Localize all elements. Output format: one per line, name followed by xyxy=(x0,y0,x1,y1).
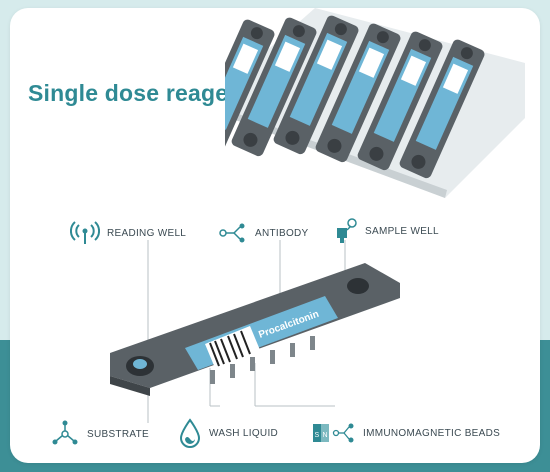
svg-text:N: N xyxy=(323,432,328,439)
reagent-tray-image xyxy=(225,8,525,198)
callout-reading-well: READING WELL xyxy=(70,220,186,246)
pipette-icon xyxy=(337,218,357,243)
svg-text:S: S xyxy=(315,432,320,439)
callout-substrate: SUBSTRATE xyxy=(50,420,149,448)
antibody-icon xyxy=(219,223,245,243)
antenna-icon xyxy=(70,221,100,244)
callout-wash-liquid-label: WASH LIQUID xyxy=(209,427,279,439)
callout-substrate-label: SUBSTRATE xyxy=(87,428,149,440)
callout-wash-liquid: WASH LIQUID xyxy=(178,418,278,448)
callout-antibody-label: ANTIBODY xyxy=(255,227,309,239)
magnet-beads-icon: S N xyxy=(313,423,354,443)
callout-immunomagnetic-beads-label: IMMUNOMAGNETIC BEADS xyxy=(363,427,501,439)
molecule-icon xyxy=(52,420,78,445)
page-title: Single dose reagent xyxy=(28,80,251,106)
callout-reading-well-label: READING WELL xyxy=(107,227,187,239)
droplet-icon xyxy=(179,418,201,448)
callout-antibody: ANTIBODY xyxy=(218,223,309,243)
callout-sample-well: SAMPLE WELL xyxy=(334,218,439,244)
callout-immunomagnetic-beads: S N IMMUNOMAGNETIC BEADS xyxy=(312,420,500,446)
callout-sample-well-label: SAMPLE WELL xyxy=(365,225,439,237)
reagent-strip-image: Procalcitonin xyxy=(110,263,400,396)
content-card: Single dose reagent xyxy=(10,8,540,463)
